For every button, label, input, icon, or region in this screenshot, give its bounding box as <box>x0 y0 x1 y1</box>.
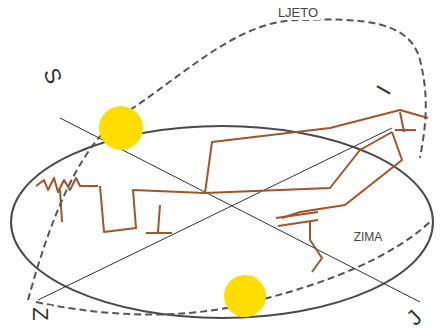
compass-letter: J <box>400 304 428 332</box>
compass-letter: S <box>37 63 66 89</box>
wall <box>100 110 428 232</box>
compass-letter: Z <box>28 305 52 322</box>
season-label: ZIMA <box>352 231 385 244</box>
compass-letter: I <box>371 80 397 101</box>
summer-sun <box>99 106 143 150</box>
wall <box>205 132 392 193</box>
horizon-ellipse <box>11 126 433 318</box>
door-mark <box>146 205 172 233</box>
wall <box>310 222 322 272</box>
summer-sun-path <box>28 19 426 300</box>
winter-sun <box>224 275 266 317</box>
wall <box>282 132 402 218</box>
season-label: LJETO <box>276 6 320 20</box>
floor-plan <box>36 110 428 272</box>
door-mark <box>395 129 416 131</box>
wall <box>276 212 318 226</box>
